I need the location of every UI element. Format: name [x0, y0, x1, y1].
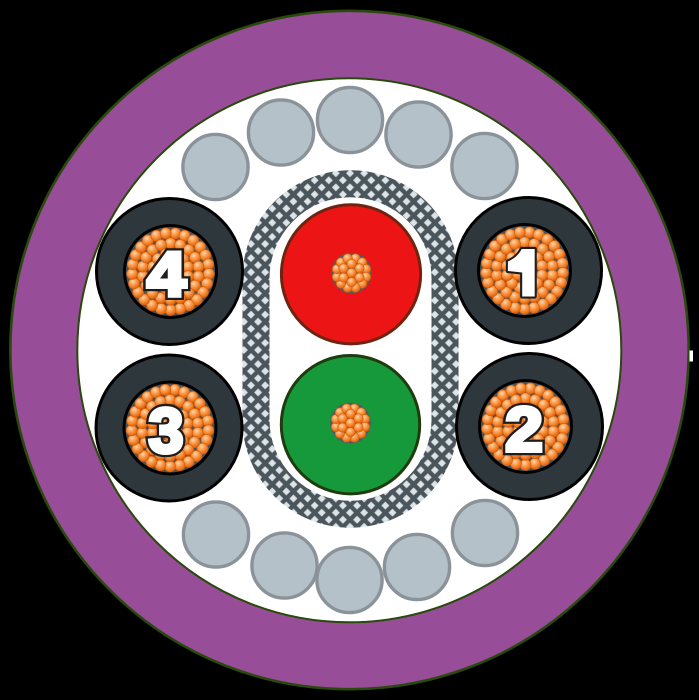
svg-text:3: 3	[148, 396, 183, 466]
svg-text:4: 4	[147, 239, 186, 310]
svg-text:2: 2	[505, 394, 543, 464]
svg-text:3: 3	[148, 396, 183, 466]
svg-text:4: 4	[147, 239, 186, 310]
svg-text:2: 2	[505, 394, 543, 464]
